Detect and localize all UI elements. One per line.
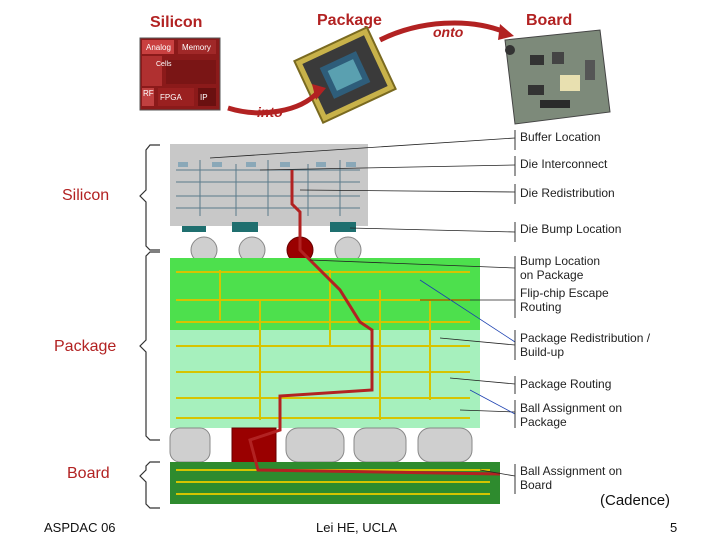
package-title: Package bbox=[317, 12, 382, 29]
footer-author: Lei HE, UCLA bbox=[316, 520, 397, 535]
side-label-board: Board bbox=[67, 465, 110, 482]
side-label-silicon: Silicon bbox=[62, 187, 110, 204]
solder-bumps bbox=[190, 236, 362, 264]
package-image bbox=[293, 25, 397, 125]
footer-conference: ASPDAC 06 bbox=[44, 520, 116, 535]
package-balls bbox=[169, 427, 473, 463]
into-arrow bbox=[227, 90, 320, 116]
board-image bbox=[504, 29, 611, 125]
package-top-layer bbox=[170, 258, 480, 330]
annotation-bump-location-package: Bump Location on Package bbox=[520, 254, 601, 282]
side-label-package: Package bbox=[54, 338, 117, 355]
annotation-flipchip-escape: Flip-chip Escape Routing bbox=[520, 286, 609, 314]
annotation-ball-assignment-package: Ball Assignment on Package bbox=[520, 401, 623, 429]
signal-route bbox=[248, 170, 501, 476]
silicon-chip-image bbox=[139, 37, 221, 111]
chip-block-cells: Cells bbox=[156, 61, 172, 68]
annotation-leaders bbox=[209, 137, 516, 477]
board-title: Board bbox=[526, 12, 573, 29]
package-core-layer bbox=[170, 330, 480, 428]
annotation-package-routing: Package Routing bbox=[520, 377, 612, 391]
chip-block-ip: IP bbox=[200, 93, 208, 102]
annotation-buffer-location: Buffer Location bbox=[520, 130, 601, 144]
buffer-cells bbox=[178, 162, 356, 167]
onto-arrow bbox=[378, 20, 506, 43]
silicon-brace bbox=[139, 144, 160, 251]
chip-block-memory: Memory bbox=[182, 43, 211, 52]
package-traces bbox=[176, 270, 470, 420]
silicon-die-layer bbox=[170, 144, 368, 226]
annotation-package-redistribution: Package Redistribution / Build-up bbox=[520, 331, 651, 359]
chip-block-fpga: FPGA bbox=[160, 93, 182, 102]
annotation-die-interconnect: Die Interconnect bbox=[520, 157, 608, 171]
credit-label: (Cadence) bbox=[600, 492, 671, 509]
board-brace bbox=[139, 461, 160, 509]
chip-block-rf: RF bbox=[143, 89, 154, 98]
die-bump-pads bbox=[182, 222, 356, 232]
page-number: 5 bbox=[670, 520, 678, 535]
annotation-ball-assignment-board: Ball Assignment on Board bbox=[520, 464, 623, 492]
silicon-title: Silicon bbox=[150, 14, 203, 31]
onto-label: onto bbox=[433, 24, 464, 40]
annotation-die-redistribution: Die Redistribution bbox=[520, 186, 615, 200]
chip-block-analog: Analog bbox=[146, 43, 171, 52]
package-brace bbox=[139, 251, 160, 441]
annotation-die-bump-location: Die Bump Location bbox=[520, 222, 622, 236]
